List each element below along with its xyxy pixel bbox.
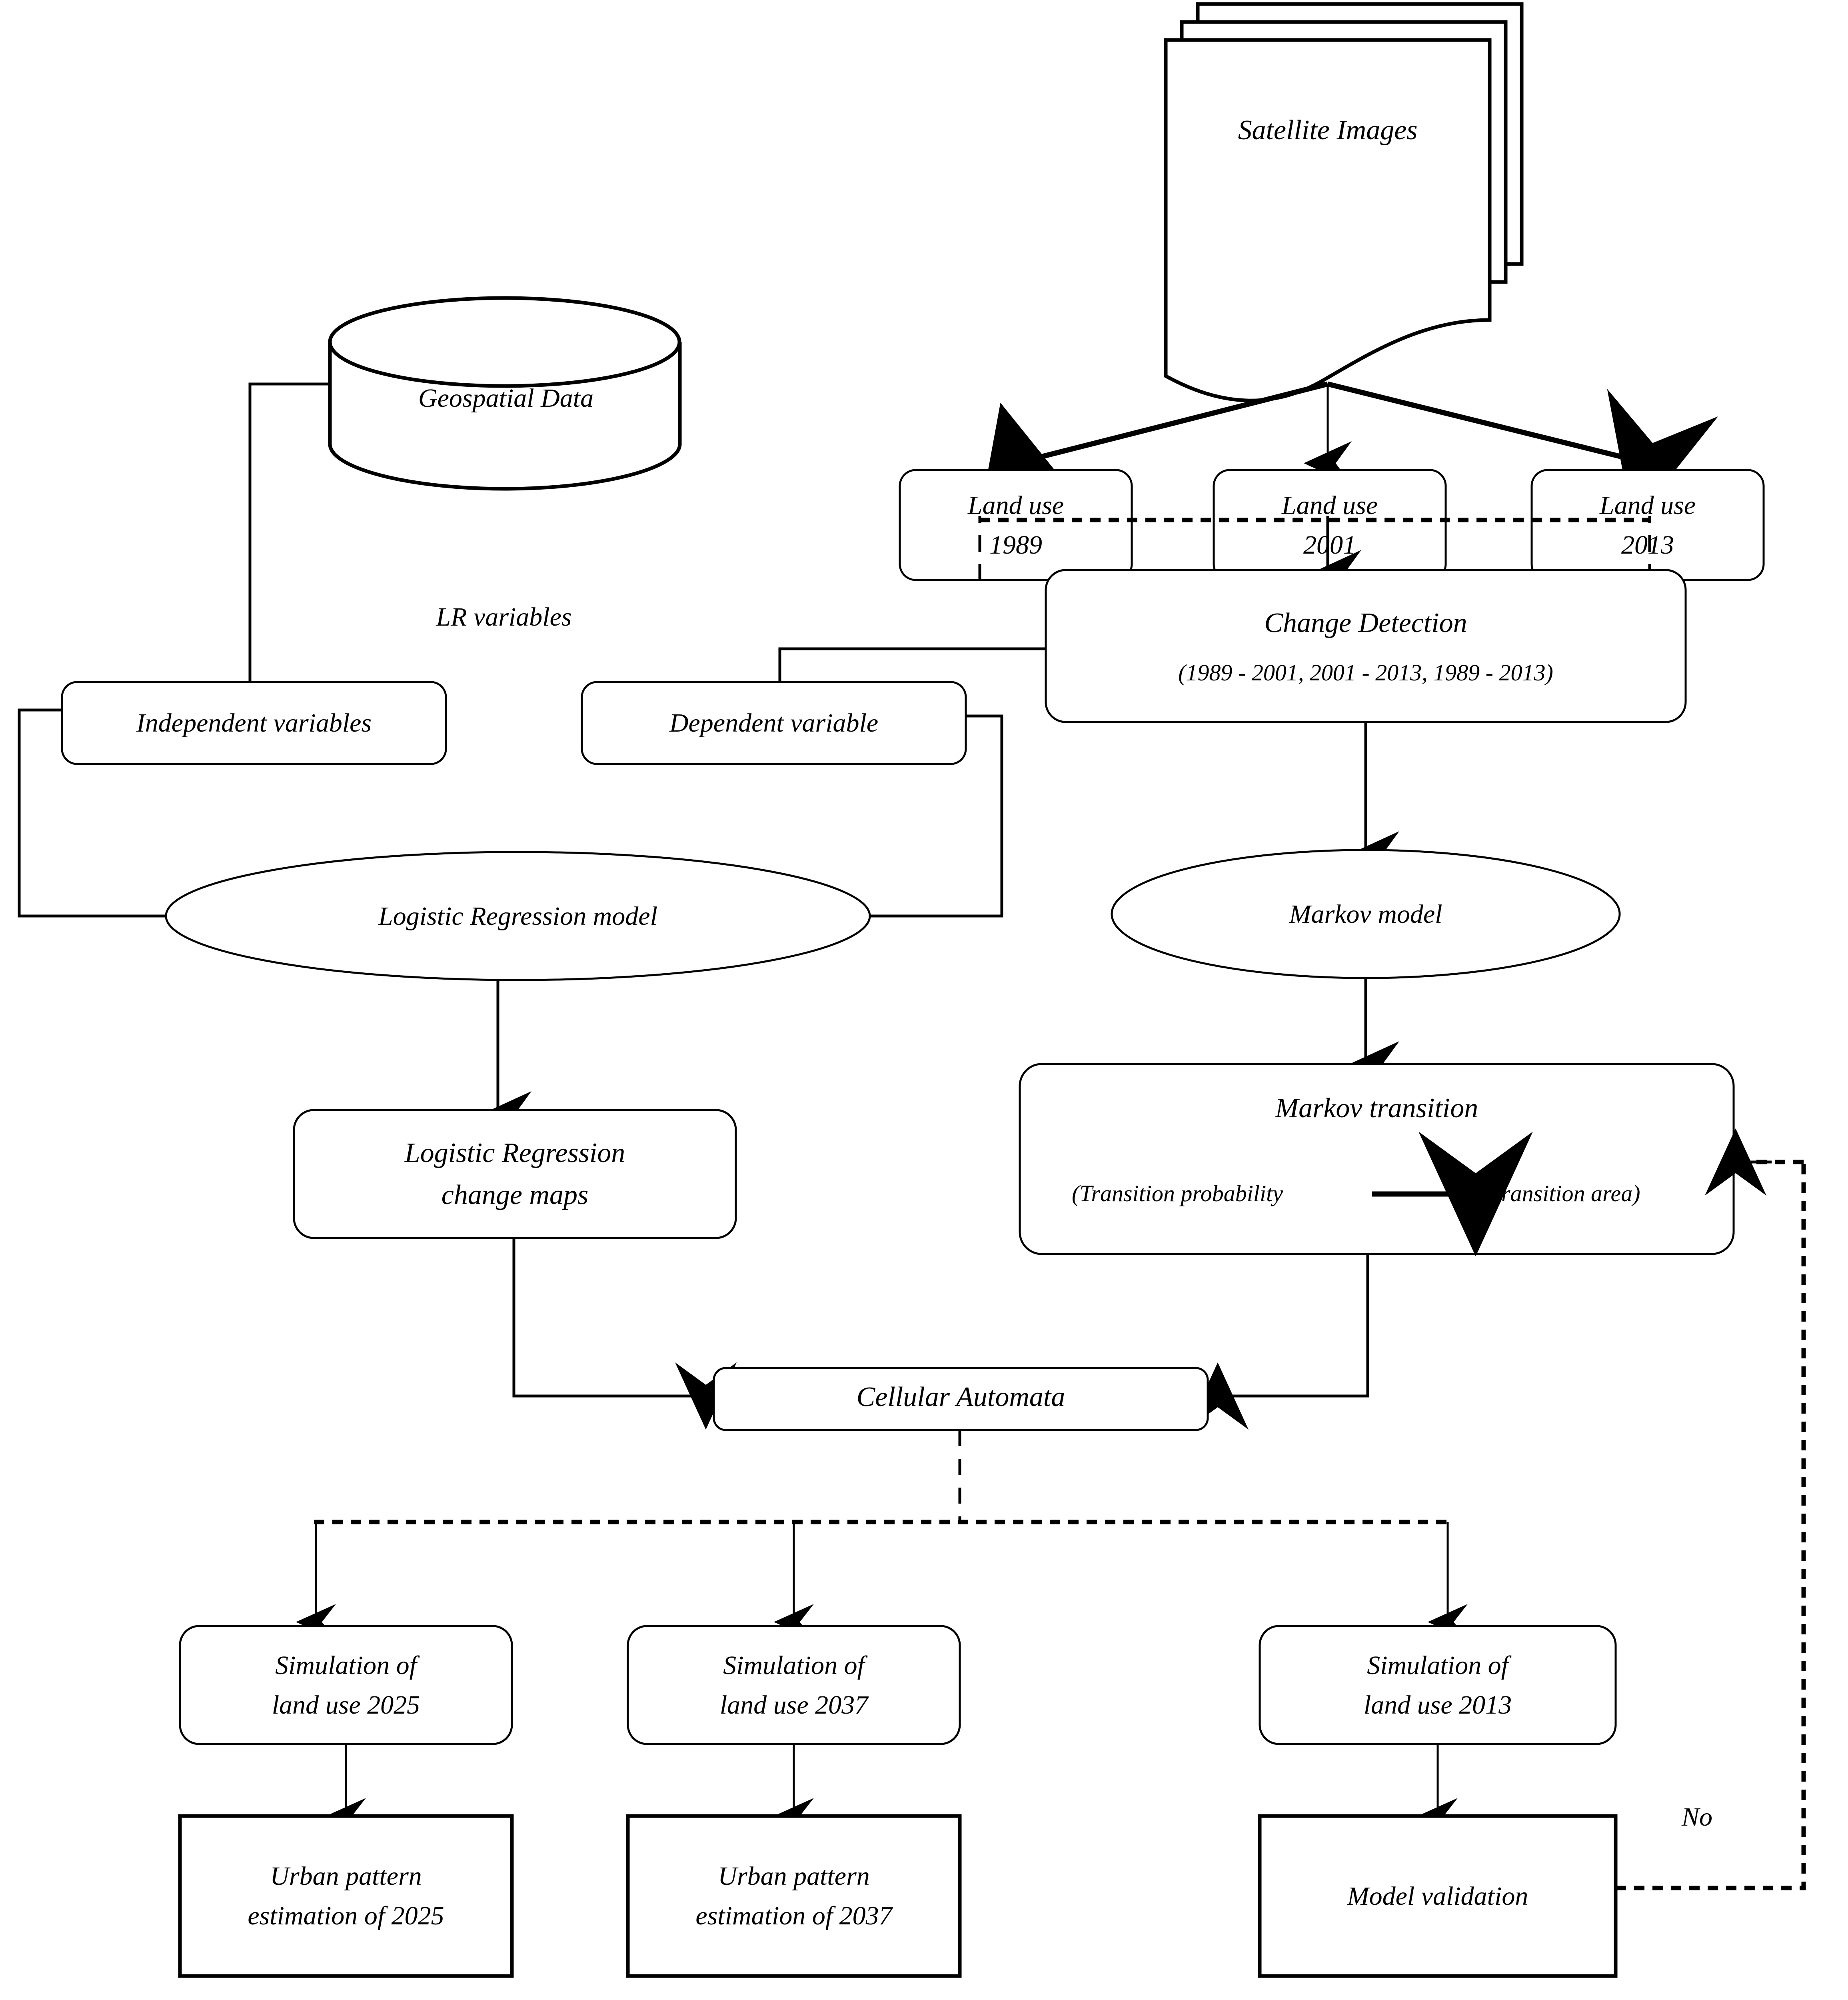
node-logistic-regression-model-label: Logistic Regression model [378,901,657,931]
edge-label-no: No [1682,1802,1713,1832]
node-independent-variables-label: Independent variables [136,708,372,738]
node-markov-transition-right-label: Transition area) [1490,1180,1640,1206]
node-simulation-2025-label: Simulation of land use 2025 [272,1650,420,1720]
changemaps-to-ca [512,1238,737,1430]
node-lr-change-maps-label: Logistic Regression change maps [404,1138,625,1210]
node-independent-variables[interactable] [61,681,447,765]
node-land-use-1989-label: Land use 1989 [967,490,1064,560]
node-urban-pattern-2025[interactable] [178,1814,514,1978]
database-cylinder-icon[interactable] [328,296,682,491]
node-cellular-automata-label: Cellular Automata [856,1382,1065,1412]
node-geospatial-data-label: Geospatial Data [418,383,594,413]
ca-distribution-bus [296,1430,1468,1640]
node-model-validation[interactable] [1258,1814,1618,1978]
node-simulation-2037-label: Simulation of land use 2037 [719,1650,868,1720]
node-land-use-2013-label: Land use 2013 [1599,490,1696,560]
node-dependent-variable[interactable] [581,681,967,765]
edge-label-lr-variables: LR variables [436,602,572,632]
node-markov-transition-left-label: (Transition probability [1072,1180,1283,1206]
node-model-validation-label: Model validation [1347,1881,1528,1911]
node-land-use-2001-label: Land use 2001 [1281,490,1378,560]
geospatial-to-independent [216,382,330,751]
node-urban-pattern-2037-label: Urban pattern estimation of 2037 [695,1862,892,1930]
node-urban-pattern-2037[interactable] [626,1814,962,1978]
node-simulation-2013-label: Simulation of land use 2013 [1363,1650,1512,1720]
dependent-to-lr-loop [868,714,1003,918]
independent-to-lr-loop [18,708,168,918]
satellite-to-landuse-arrows [975,381,1718,538]
node-land-use-1989[interactable] [899,469,1133,581]
transition-to-ca [1187,1254,1369,1430]
node-markov-model-label: Markov model [1289,899,1442,929]
validation-feedback-loop [1616,1128,1806,1890]
node-logistic-regression-model[interactable] [165,851,871,981]
stacked-document-icon [1164,2,1524,402]
node-satellite-images-label: Satellite Images [1238,114,1418,146]
node-urban-pattern-2025-label: Urban pattern estimation of 2025 [248,1862,444,1930]
node-dependent-variable-label: Dependent variable [669,708,879,738]
node-markov-transition-title: Markov transition [1275,1092,1478,1124]
node-change-detection-label: Change Detection (1989 - 2001, 2001 - 20… [1178,608,1553,686]
